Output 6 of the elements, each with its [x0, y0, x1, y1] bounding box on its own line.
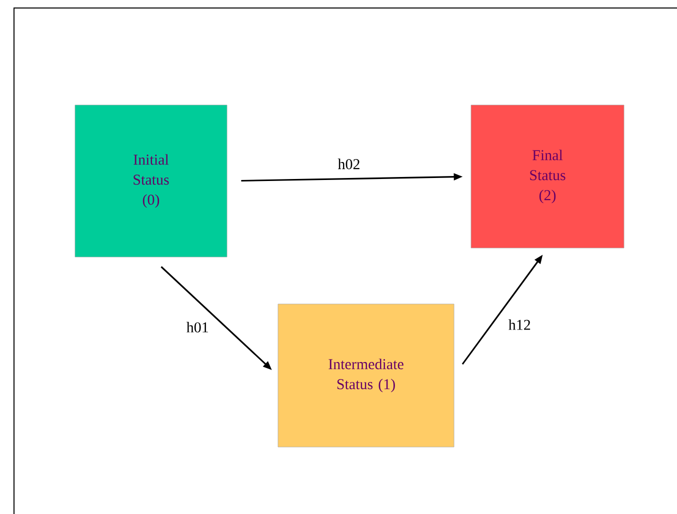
edge-label: h02: [338, 158, 360, 170]
state-box: Final Status (2): [470, 104, 624, 248]
state-box: Intermediate Status (1): [278, 304, 454, 448]
state-box: Initial Status (0): [74, 104, 228, 258]
edge-label: h01: [186, 322, 208, 332]
edge-label: h12: [508, 319, 530, 330]
